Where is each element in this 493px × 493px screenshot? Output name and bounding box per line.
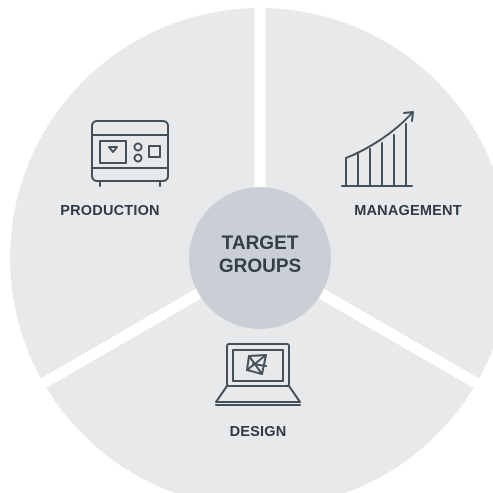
laptop-design-icon — [215, 343, 301, 406]
growth-chart-icon — [341, 111, 414, 187]
center-title-line2: GROUPS — [218, 256, 302, 277]
center-title-line1: TARGET — [221, 233, 299, 254]
segment-label-production: PRODUCTION — [60, 203, 160, 219]
segment-design — [43, 258, 477, 493]
center-title: TARGET GROUPS — [219, 232, 301, 278]
center-circle — [189, 187, 331, 329]
segment-label-management: MANAGEMENT — [354, 203, 462, 219]
segment-label-design: DESIGN — [229, 424, 287, 440]
machine-icon — [91, 120, 169, 187]
